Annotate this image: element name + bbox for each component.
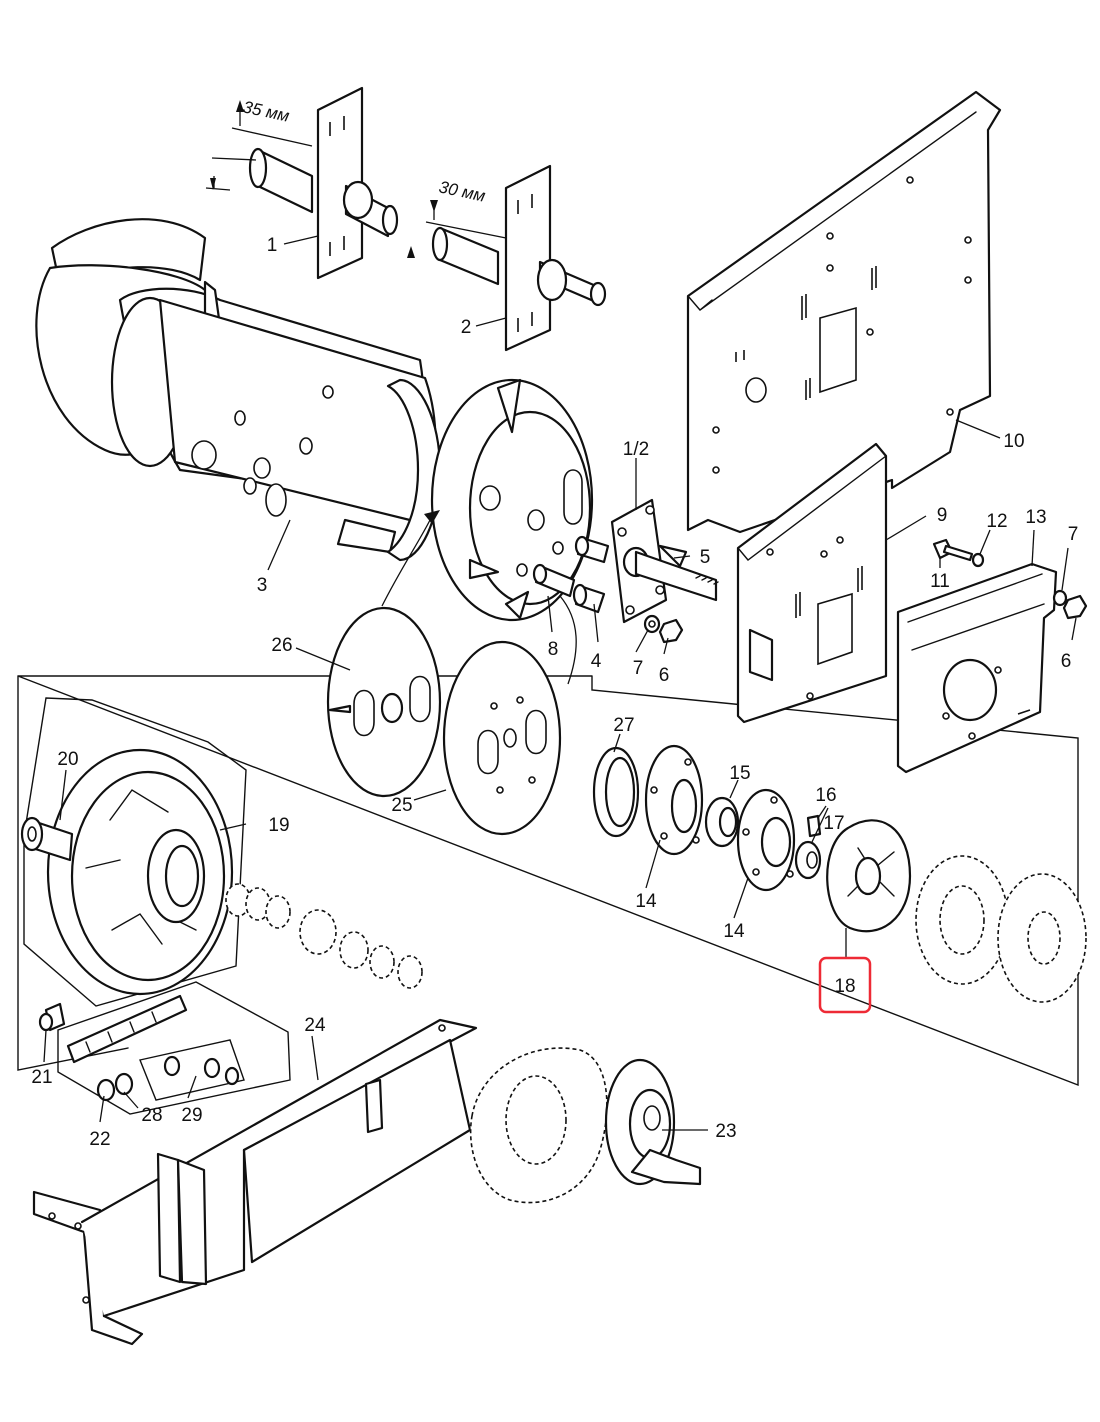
dimension-35mm: 35 мм (241, 97, 291, 125)
part-15-bearing (704, 796, 740, 848)
callout-20: 20 (57, 749, 78, 770)
callout-18: 18 (834, 976, 855, 997)
part-24-frame-rail (32, 1018, 478, 1346)
callout-2: 2 (461, 317, 472, 338)
part-18-clutch-disc (826, 819, 912, 933)
callout-16: 16 (815, 785, 836, 806)
callout-4: 4 (591, 651, 602, 672)
callout-labels: 1 2 3 4 5 6 6 7 7 8 9 10 11 12 1/2 13 14… (31, 235, 1078, 1150)
part-2-shaft-30mm (407, 164, 607, 352)
callout-19: 19 (268, 815, 289, 836)
drum-end-flange (430, 378, 594, 622)
callout-6-right: 6 (1061, 651, 1072, 672)
part-12-washer (971, 552, 985, 568)
part-21-grease-nipple (38, 1002, 66, 1032)
part-25-disc (442, 640, 562, 836)
callout-9: 9 (937, 505, 948, 526)
part-19-sprocket (23, 697, 247, 1007)
callout-23: 23 (715, 1121, 736, 1142)
callout-7-right: 7 (1068, 524, 1079, 545)
callout-24: 24 (304, 1015, 326, 1036)
dimension-30mm: 30 мм (437, 177, 487, 205)
callout-12: 12 (986, 511, 1007, 532)
callout-25: 25 (391, 795, 412, 816)
part-8-stud (532, 563, 576, 598)
callout-14-left: 14 (635, 891, 657, 912)
callout-3: 3 (257, 575, 268, 596)
callout-1-2: 1/2 (623, 439, 649, 460)
part-20-hub (20, 816, 74, 862)
callout-22: 22 (89, 1129, 110, 1150)
callout-26: 26 (271, 635, 292, 656)
callout-15: 15 (729, 763, 750, 784)
callout-21: 21 (31, 1067, 52, 1088)
dashed-chain-left (225, 883, 423, 989)
chain-parts-box (57, 981, 291, 1115)
callout-17: 17 (823, 813, 844, 834)
part-16-screw (806, 814, 822, 838)
callout-27: 27 (613, 715, 634, 736)
part-29-link-set (139, 1039, 245, 1101)
callout-6-left: 6 (659, 665, 670, 686)
part-27-seal (592, 746, 640, 838)
callout-7-left: 7 (633, 658, 644, 679)
callout-10: 10 (1003, 431, 1024, 452)
callout-29: 29 (181, 1105, 202, 1126)
part-10-side-plate (686, 90, 1002, 534)
part-6-7-nut-washer-left (643, 614, 684, 644)
part-26-disc (326, 606, 442, 798)
part-1-shaft-35mm (205, 86, 399, 280)
part-6-7-nut-washer-right (1052, 589, 1088, 620)
assembly-arrows (381, 510, 577, 685)
part-14-flange-right (736, 788, 796, 892)
part-14-flange-left (644, 744, 704, 856)
part-3-drum-housing (35, 218, 442, 562)
dashed-sprocket-right (915, 855, 1087, 1003)
callout-28: 28 (141, 1105, 162, 1126)
part-23-drive-sprocket (604, 1058, 702, 1186)
part-28-link (96, 1072, 134, 1102)
dashed-gearbox (469, 1047, 608, 1204)
highlight-box-18 (818, 956, 872, 1014)
callout-13: 13 (1025, 507, 1046, 528)
part-17-bushing (794, 840, 822, 880)
part-9-bracket (736, 442, 888, 724)
callout-14-right: 14 (723, 921, 745, 942)
part-13-bracket (896, 562, 1058, 774)
part-22-chain (66, 994, 188, 1064)
leader-lines (43, 235, 1077, 1131)
part-1-2-bearing-plate (610, 498, 719, 624)
callout-11: 11 (930, 571, 950, 592)
part-11-bolt (932, 538, 974, 562)
callout-8: 8 (548, 639, 559, 660)
part-4-bolt (572, 535, 610, 614)
callout-5: 5 (700, 547, 711, 568)
callout-1: 1 (267, 235, 278, 256)
